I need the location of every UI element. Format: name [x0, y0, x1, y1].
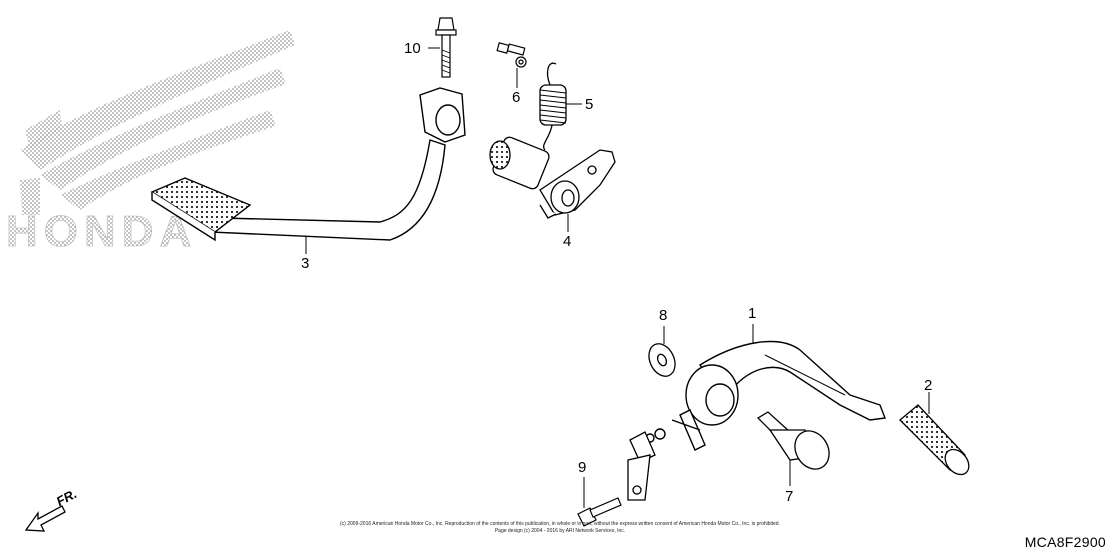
part-5-spring — [539, 62, 567, 151]
copyright-line-2: Page design (c) 2004 - 2016 by ARI Netwo… — [494, 528, 626, 534]
figure-code: MCA8F2900 — [1024, 534, 1106, 550]
front-direction-arrow — [24, 505, 66, 532]
part-2-rubber — [899, 404, 970, 476]
part-3-brake-pedal — [150, 87, 466, 242]
callout-9[interactable]: 9 — [578, 459, 587, 476]
callout-4[interactable]: 4 — [563, 233, 572, 250]
part-1-shift-pedal — [645, 340, 886, 451]
leader-lines — [305, 47, 930, 508]
callout-6[interactable]: 6 — [512, 89, 521, 106]
callout-1[interactable]: 1 — [748, 305, 757, 322]
copyright-line-1: (c) 2009-2016 American Honda Motor Co., … — [340, 521, 780, 527]
callout-5[interactable]: 5 — [585, 96, 594, 113]
copyright-notice: (c) 2009-2016 American Honda Motor Co., … — [300, 521, 820, 535]
callout-7[interactable]: 7 — [785, 488, 794, 505]
part-7-pivot-bolt — [756, 411, 830, 470]
honda-watermark-text: HONDA — [6, 207, 197, 256]
part-4-shaft — [489, 136, 616, 219]
shift-linkage — [627, 431, 656, 501]
callout-3[interactable]: 3 — [301, 255, 310, 272]
part-6-bolt — [496, 42, 527, 68]
part-9-bolt — [577, 497, 622, 527]
part-8-washer — [648, 343, 676, 377]
part-10-bolt — [435, 17, 457, 78]
callout-10[interactable]: 10 — [404, 40, 421, 57]
honda-wing-logo — [20, 30, 295, 215]
callout-2[interactable]: 2 — [924, 377, 933, 394]
callout-8[interactable]: 8 — [659, 307, 668, 324]
